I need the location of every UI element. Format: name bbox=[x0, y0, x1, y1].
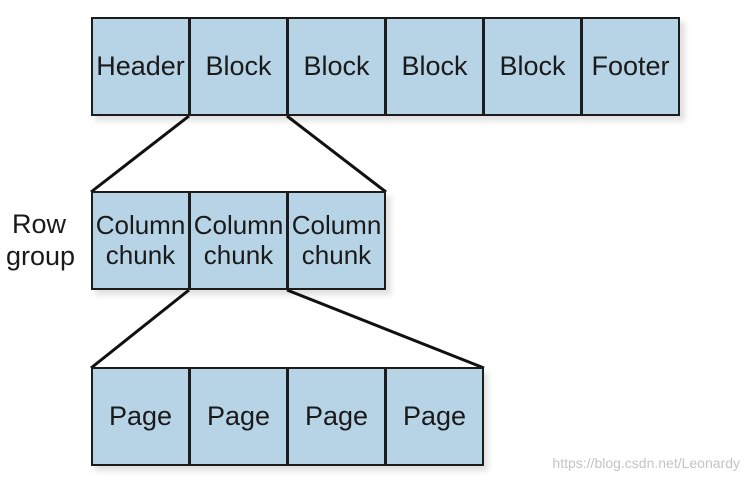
header-label: Header bbox=[96, 51, 185, 82]
page-box: Page bbox=[91, 367, 190, 466]
column-chunk-box: Column chunk bbox=[287, 191, 386, 290]
block-box: Block bbox=[483, 17, 582, 116]
column-chunk-label: Column chunk bbox=[291, 210, 382, 270]
row-group-label: Row group bbox=[6, 208, 76, 273]
block-box: Block bbox=[287, 17, 386, 116]
header-box: Header bbox=[91, 17, 190, 116]
page-box: Page bbox=[385, 367, 484, 466]
connector-line bbox=[90, 114, 190, 194]
connector-line bbox=[286, 288, 485, 370]
page-label: Page bbox=[304, 401, 369, 432]
block-label: Block bbox=[401, 51, 468, 82]
connector-line bbox=[90, 288, 190, 370]
block-box: Block bbox=[385, 17, 484, 116]
column-chunk-box: Column chunk bbox=[189, 191, 288, 290]
block-box: Block bbox=[189, 17, 288, 116]
footer-label: Footer bbox=[591, 51, 670, 82]
page-label: Page bbox=[206, 401, 271, 432]
block-label: Block bbox=[303, 51, 370, 82]
row-group-text: Row group bbox=[6, 209, 76, 272]
page-label: Page bbox=[108, 401, 173, 432]
column-chunk-label: Column chunk bbox=[95, 210, 186, 270]
page-label: Page bbox=[402, 401, 467, 432]
page-box: Page bbox=[189, 367, 288, 466]
watermark-text: https://blog.csdn.net/Leonardy bbox=[552, 455, 740, 471]
column-chunk-box: Column chunk bbox=[91, 191, 190, 290]
block-label: Block bbox=[205, 51, 272, 82]
column-chunk-label: Column chunk bbox=[193, 210, 284, 270]
connector-line bbox=[286, 114, 387, 194]
page-box: Page bbox=[287, 367, 386, 466]
block-label: Block bbox=[499, 51, 566, 82]
footer-box: Footer bbox=[581, 17, 680, 116]
